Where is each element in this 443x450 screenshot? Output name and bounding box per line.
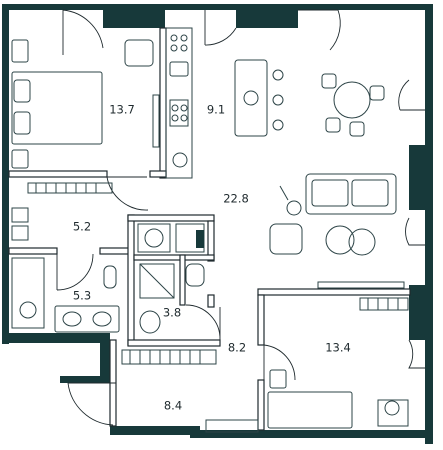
interior-walls xyxy=(8,27,411,431)
kitchen-counter xyxy=(165,27,193,179)
tv-panel xyxy=(152,94,160,148)
room-area-bedroom-2: 13.4 xyxy=(325,341,351,355)
room-area-kitchen: 9.1 xyxy=(207,103,225,117)
room-area-bathroom-1: 5.3 xyxy=(73,289,91,303)
washing-machine xyxy=(137,223,171,253)
nightstand xyxy=(11,39,29,63)
room-area-hall: 8.4 xyxy=(164,399,182,413)
hall-rail xyxy=(121,349,217,365)
bathtub xyxy=(11,257,45,329)
double-sink xyxy=(54,305,120,333)
armchair xyxy=(124,39,154,67)
room-area-bedroom-1: 13.7 xyxy=(109,103,135,117)
room-area-bathroom-2: 3.8 xyxy=(163,306,181,320)
toilet-2 xyxy=(185,263,205,287)
dining-set xyxy=(321,73,385,137)
bedroom-2-furniture xyxy=(267,297,409,429)
sink xyxy=(169,61,189,77)
bed-2 xyxy=(267,391,353,429)
corridor-closet xyxy=(121,349,259,433)
living-room-furniture xyxy=(269,173,405,289)
bathroom-2-fixtures xyxy=(137,223,205,334)
shoe-rack xyxy=(205,419,259,433)
kitchen-furniture xyxy=(165,27,284,179)
outer-walls xyxy=(2,4,433,444)
closet-rail-2 xyxy=(359,297,409,311)
cooktop xyxy=(169,99,189,127)
room-area-wardrobe: 5.2 xyxy=(73,220,91,234)
double-bed xyxy=(11,71,103,145)
desk xyxy=(377,399,409,427)
coffee-table xyxy=(325,225,355,255)
armchair-2 xyxy=(269,223,303,255)
sink-2 xyxy=(139,310,161,334)
bathroom-1-fixtures xyxy=(11,257,120,333)
toilet xyxy=(103,265,117,289)
doors xyxy=(56,9,425,426)
floor-lamp xyxy=(286,200,302,216)
kitchen-island xyxy=(234,59,268,137)
sofa xyxy=(305,173,397,215)
closet-rail xyxy=(27,182,113,194)
bedroom-1-furniture xyxy=(11,39,160,169)
plant-icon xyxy=(172,152,188,168)
tv-stand xyxy=(317,281,405,289)
shower xyxy=(139,263,175,299)
wardrobe-furniture xyxy=(11,182,113,241)
room-area-living-room: 22.8 xyxy=(223,192,249,206)
room-area-corridor: 8.2 xyxy=(228,341,246,355)
dining-table xyxy=(333,81,371,119)
